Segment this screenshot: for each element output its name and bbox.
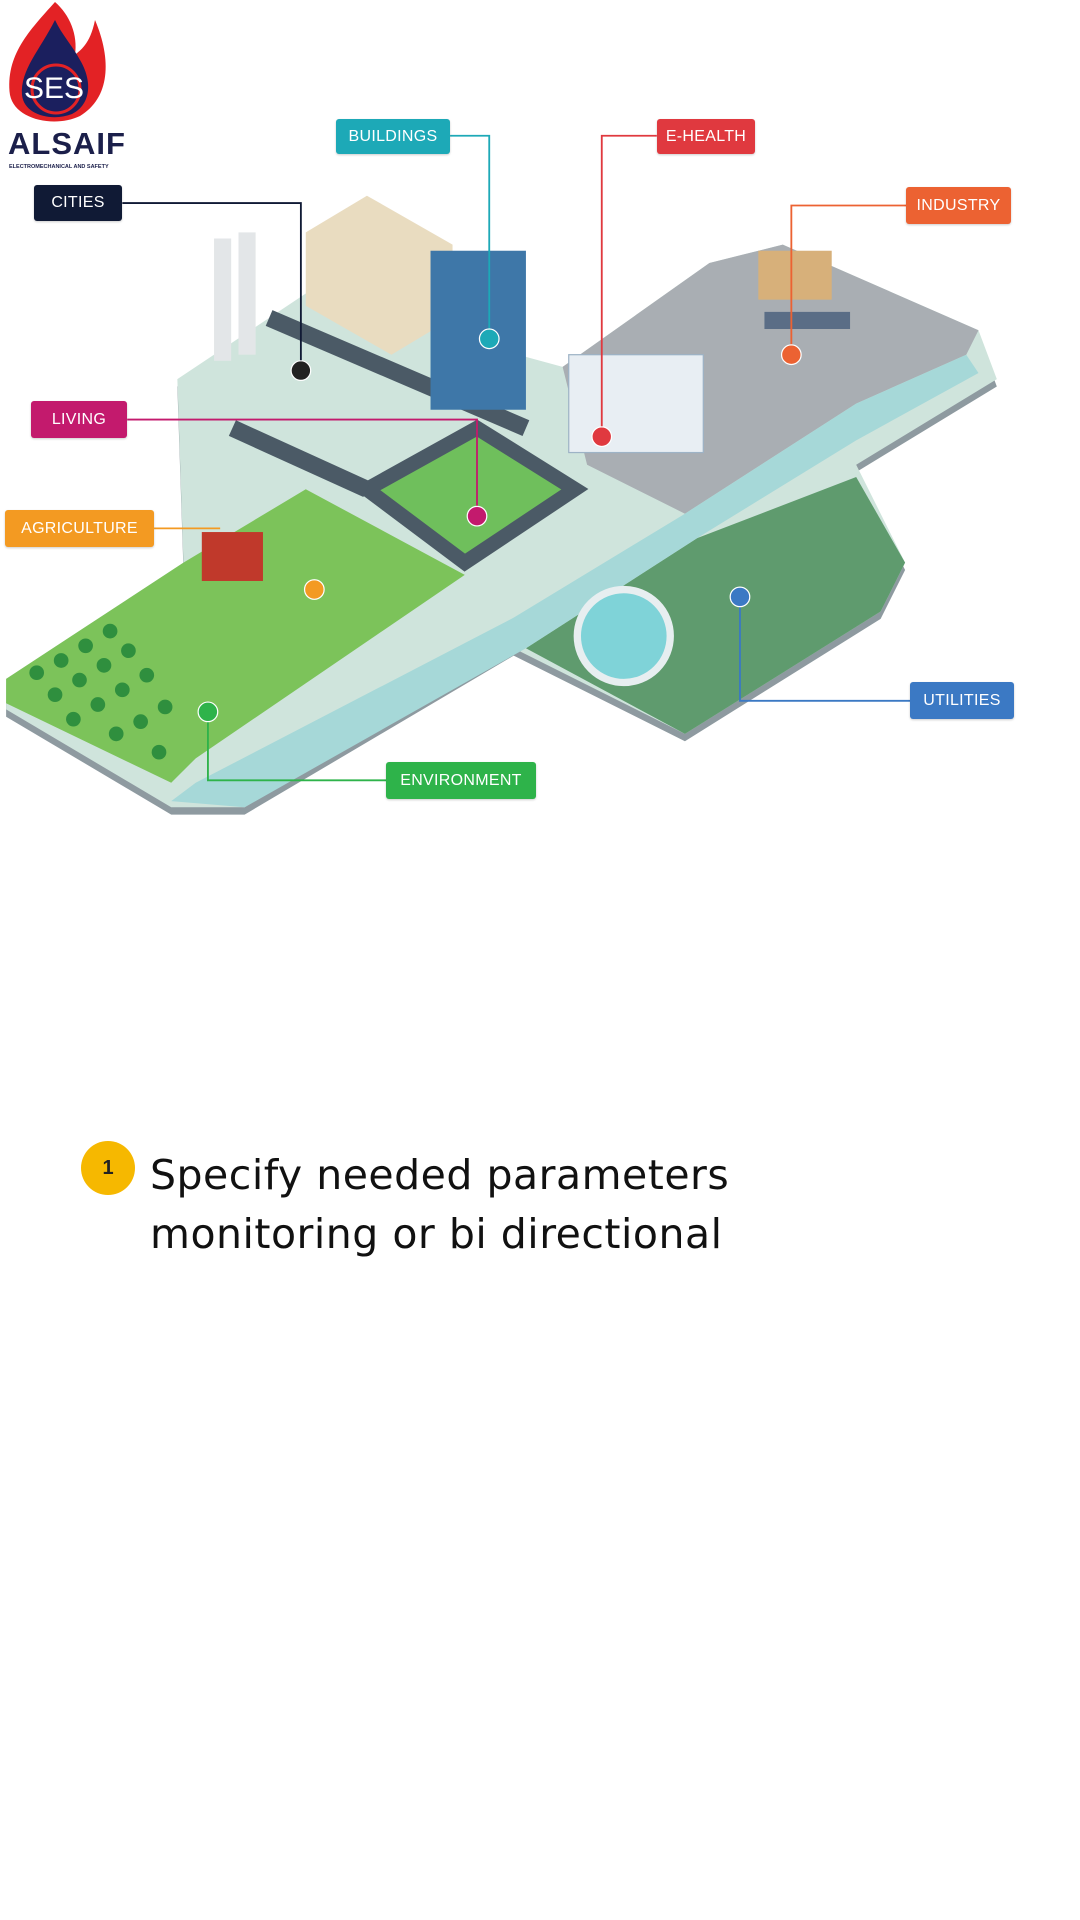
label-industry: INDUSTRY (906, 187, 1011, 224)
tower (430, 250, 526, 410)
industry-connector (790, 204, 907, 355)
step-number-badge: 1 (81, 1141, 135, 1195)
logo-tagline: ELECTROMECHANICAL AND SAFETY (9, 164, 109, 170)
label-living: LIVING (31, 401, 127, 438)
logo-badge: SES (23, 72, 85, 105)
water-treatment (573, 585, 674, 687)
step-line-1: Specify needed parameters (150, 1151, 730, 1199)
barn (201, 532, 263, 581)
label-cities: CITIES (34, 185, 122, 221)
power-plant (214, 238, 232, 361)
label-agriculture: AGRICULTURE (5, 510, 154, 547)
label-e-health: E-HEALTH (657, 119, 755, 154)
river (171, 354, 979, 808)
label-environment: ENVIRONMENT (386, 762, 536, 799)
flame-drop-icon (9, 2, 106, 122)
environment-connector (207, 715, 387, 782)
cities-connector (122, 202, 302, 365)
road (228, 420, 371, 498)
trees (29, 623, 173, 760)
buildings-connector (450, 134, 491, 337)
label-utilities: UTILITIES (910, 682, 1014, 719)
road-ring (353, 419, 589, 572)
factory (758, 250, 832, 300)
alsaif-logo: SES ALSAIF ELECTROMECHANICAL AND SAFETY (0, 0, 125, 178)
e-health-connector (600, 134, 657, 435)
hospital (568, 354, 704, 454)
living-connector (127, 418, 478, 514)
step-description: Specify needed parameters monitoring or … (150, 1146, 729, 1264)
step-line-2: monitoring or bi directional (150, 1210, 723, 1258)
label-buildings: BUILDINGS (336, 119, 450, 154)
wifi-icons (197, 328, 802, 723)
utilities-connector (739, 599, 910, 702)
parking-building (305, 195, 453, 355)
smart-city-illustration (6, 134, 997, 815)
train (764, 311, 851, 330)
logo-name: ALSAIF (8, 126, 126, 161)
agriculture-zone (6, 489, 465, 783)
power-plant-2 (238, 232, 256, 355)
